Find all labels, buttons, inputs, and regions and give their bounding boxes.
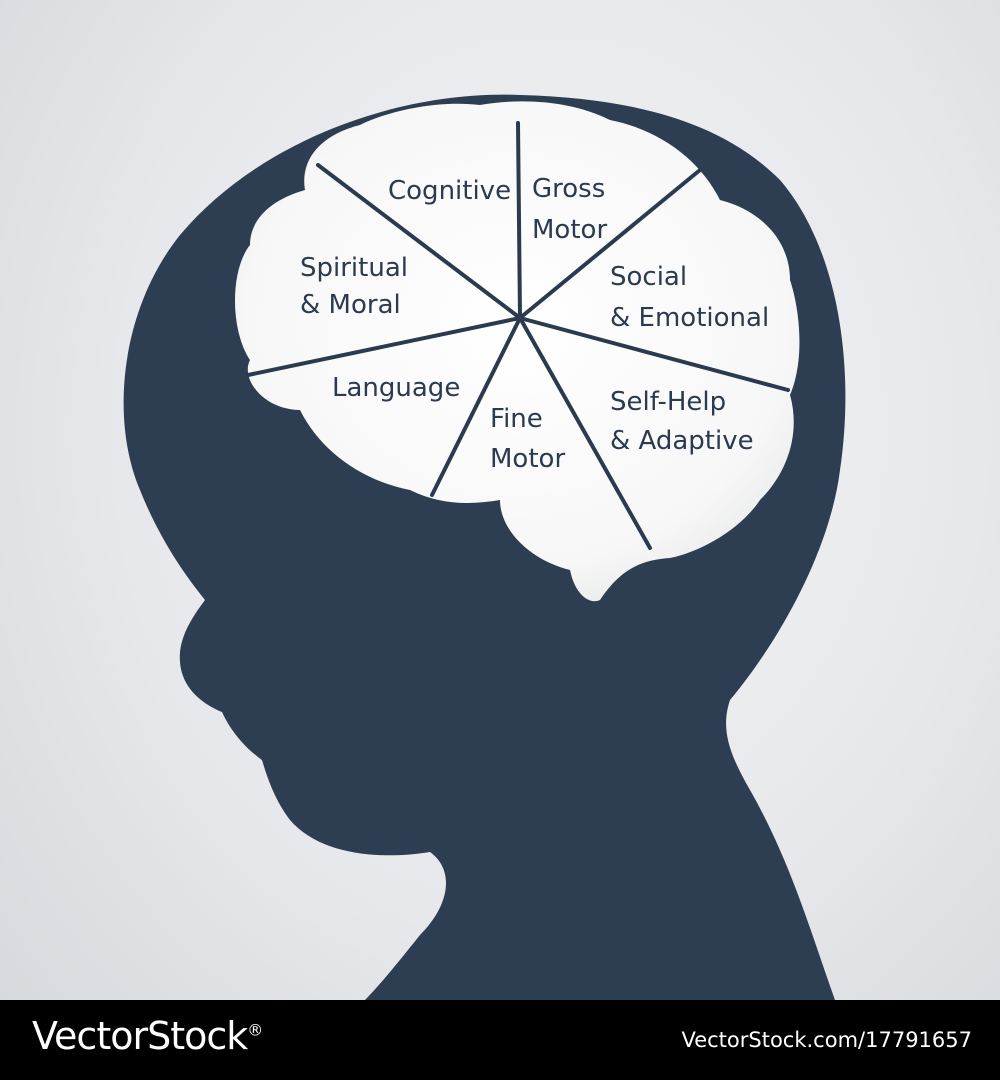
region-label-spiritual-moral: Spiritual & Moral [300,253,416,320]
divider-line [518,316,652,550]
region-label-gross-motor: Gross Motor [532,174,614,245]
region-label-language: Language [332,373,460,403]
divider-line [316,163,522,320]
image-id-url: VectorStock.com/17791657 [681,1028,972,1052]
diagram-canvas: Cognitive Gross Motor Social & Emotional… [123,94,846,1000]
divider-line [516,121,522,320]
brain-shape [235,101,800,602]
region-label-fine-motor: Fine Motor [490,404,565,474]
watermark-footer: VectorStock® VectorStock.com/17791657 [0,1000,1000,1080]
region-label-cognitive: Cognitive [388,176,511,206]
region-label-social-emotional: Social & Emotional [610,262,769,333]
vectorstock-logo: VectorStock® [32,1014,263,1058]
divider-line [246,316,522,377]
divider-line [430,316,522,497]
region-label-self-help-adaptive: Self-Help & Adaptive [610,387,754,456]
dividers [246,121,790,550]
divider-line [518,168,702,320]
divider-line [518,316,790,392]
